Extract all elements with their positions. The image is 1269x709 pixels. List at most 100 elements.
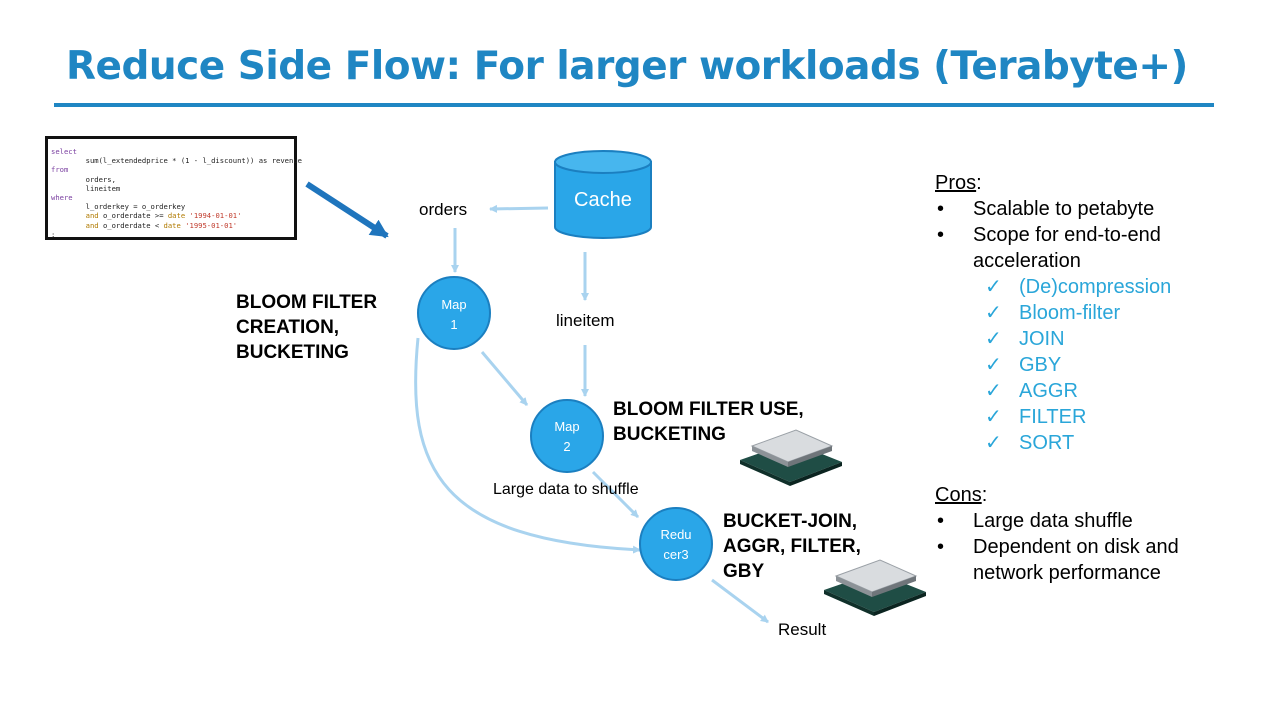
sql-line: from <box>51 165 294 174</box>
sql-token: ; <box>51 229 56 239</box>
pros-item-continuation: acceleration <box>935 248 1179 274</box>
checkmark-icon: ✓ <box>985 380 1002 402</box>
checkmark-icon: ✓ <box>985 302 1002 324</box>
checkmark-icon: ✓ <box>985 432 1002 454</box>
bullet-icon: • <box>937 536 945 558</box>
map1-desc-line2: CREATION, <box>236 317 340 338</box>
cons-title: Cons <box>935 484 982 506</box>
sql-line: and o_orderdate < date '1995-01-01' <box>51 221 294 230</box>
cons-item-text: network performance <box>973 562 1161 584</box>
map2-to-reducer-arrow <box>591 470 640 519</box>
check-item-text: GBY <box>1019 354 1062 376</box>
cache-cylinder <box>554 150 652 239</box>
sql-token: '1994-01-01' <box>189 211 242 221</box>
sql-token: o_orderdate >= <box>102 211 168 221</box>
reducer-to-result-arrow <box>711 578 769 624</box>
map1-to-map2-arrow <box>480 351 529 406</box>
check-item: ✓ SORT <box>935 430 1179 456</box>
reducer-desc-line2: AGGR, FILTER, <box>723 536 861 557</box>
pros-colon: : <box>976 172 982 194</box>
reducer-desc-line1: BUCKET-JOIN, <box>723 511 858 532</box>
pros-item-text: Scope for end-to-end <box>973 224 1161 246</box>
check-item-text: JOIN <box>1019 328 1065 350</box>
bullet-spacer <box>935 560 973 586</box>
sql-token: o_orderdate < <box>102 220 164 230</box>
map2-description: BLOOM FILTER USE, BUCKETING <box>613 397 804 447</box>
check-item-text: (De)compression <box>1019 276 1172 298</box>
sql-line: orders, <box>51 175 294 184</box>
reducer-text: Redu cer3 <box>646 525 706 565</box>
sql-line: and o_orderdate >= date '1994-01-01' <box>51 211 294 220</box>
check-item: ✓ Bloom-filter <box>935 300 1179 326</box>
cons-item-text: Large data shuffle <box>973 510 1133 532</box>
check-item: ✓ (De)compression <box>935 274 1179 300</box>
sql-token: '1995-01-01' <box>185 220 238 230</box>
bullet-icon: • <box>937 198 945 220</box>
sql-line: sum(l_extendedprice * (1 - l_discount)) … <box>51 156 302 165</box>
reducer-text-line2: cer3 <box>663 547 689 562</box>
cons-colon: : <box>981 484 988 506</box>
sql-token: orders, <box>51 174 116 184</box>
map2-text-line2: 2 <box>563 439 571 454</box>
check-item-text: FILTER <box>1019 406 1087 428</box>
sql-line: select <box>51 147 294 156</box>
map1-desc-line1: BLOOM FILTER <box>236 292 378 313</box>
pros-item: • Scope for end-to-end <box>935 222 1179 248</box>
title-underline <box>54 103 1214 107</box>
sql-token: where <box>51 192 73 202</box>
map2-desc-line2: BUCKETING <box>613 424 726 445</box>
query-to-orders-arrow <box>305 181 389 239</box>
cache-to-orders-arrow <box>489 204 549 213</box>
bullet-icon: • <box>937 510 945 532</box>
pros-item-text: Scalable to petabyte <box>973 198 1155 220</box>
check-item: ✓FILTER <box>935 404 1179 430</box>
shuffle-label: Large data to shuffle <box>493 481 639 498</box>
check-item: ✓ AGGR <box>935 378 1179 404</box>
sql-token: date <box>163 220 186 230</box>
sql-token: sum(l_extendedprice * (1 - l_discount)) … <box>51 156 302 166</box>
spacer <box>935 456 1179 482</box>
pros-title: Pros <box>935 172 977 194</box>
sql-line: l_orderkey = o_orderkey <box>51 202 294 211</box>
sql-token: select <box>51 147 77 156</box>
sql-line: ; <box>51 230 294 239</box>
cons-item-continuation: network performance <box>935 560 1179 586</box>
checkmark-icon: ✓ <box>985 328 1002 350</box>
cons-item: • Dependent on disk and <box>935 534 1179 560</box>
page-title: Reduce Side Flow: For larger workloads (… <box>66 44 1188 89</box>
map2-node <box>530 399 604 473</box>
sql-line: where <box>51 193 294 202</box>
check-item-text: AGGR <box>1019 380 1078 402</box>
pros-heading: Pros: <box>935 170 1179 196</box>
orders-label: orders <box>419 200 468 219</box>
bullet-icon: • <box>937 224 945 246</box>
map1-text-line2: 1 <box>450 317 458 332</box>
sql-token: lineitem <box>51 183 121 193</box>
map1-text: Map 1 <box>424 295 484 335</box>
map1-text-line1: Map <box>441 297 467 312</box>
fpga-chip-icon <box>824 559 926 616</box>
map2-text-line1: Map <box>554 419 580 434</box>
check-item-text: Bloom-filter <box>1019 302 1121 324</box>
lineitem-label: lineitem <box>556 311 615 330</box>
map2-desc-line1: BLOOM FILTER USE, <box>613 399 804 420</box>
sql-token: l_orderkey = o_orderkey <box>51 202 186 212</box>
sql-token: date <box>167 211 190 221</box>
reducer-description: BUCKET-JOIN, AGGR, FILTER, GBY <box>723 509 861 584</box>
check-item: ✓ JOIN <box>935 326 1179 352</box>
check-item-text: SORT <box>1019 432 1075 454</box>
reducer-text-line1: Redu <box>660 527 692 542</box>
map1-to-reducer-arrow <box>414 337 641 554</box>
cons-heading: Cons: <box>935 482 1179 508</box>
map2-text: Map 2 <box>537 417 597 457</box>
checkmark-icon: ✓ <box>985 276 1002 298</box>
cons-item-text: Dependent on disk and <box>973 536 1179 558</box>
pros-item: • Scalable to petabyte <box>935 196 1179 222</box>
map1-description: BLOOM FILTER CREATION, BUCKETING <box>236 290 377 365</box>
checkmark-icon: ✓ <box>985 354 1002 376</box>
check-item: ✓ GBY <box>935 352 1179 378</box>
cons-item: • Large data shuffle <box>935 508 1179 534</box>
reducer-node <box>639 507 713 581</box>
pros-cons-panel: Pros: • Scalable to petabyte • Scope for e… <box>935 170 1179 586</box>
